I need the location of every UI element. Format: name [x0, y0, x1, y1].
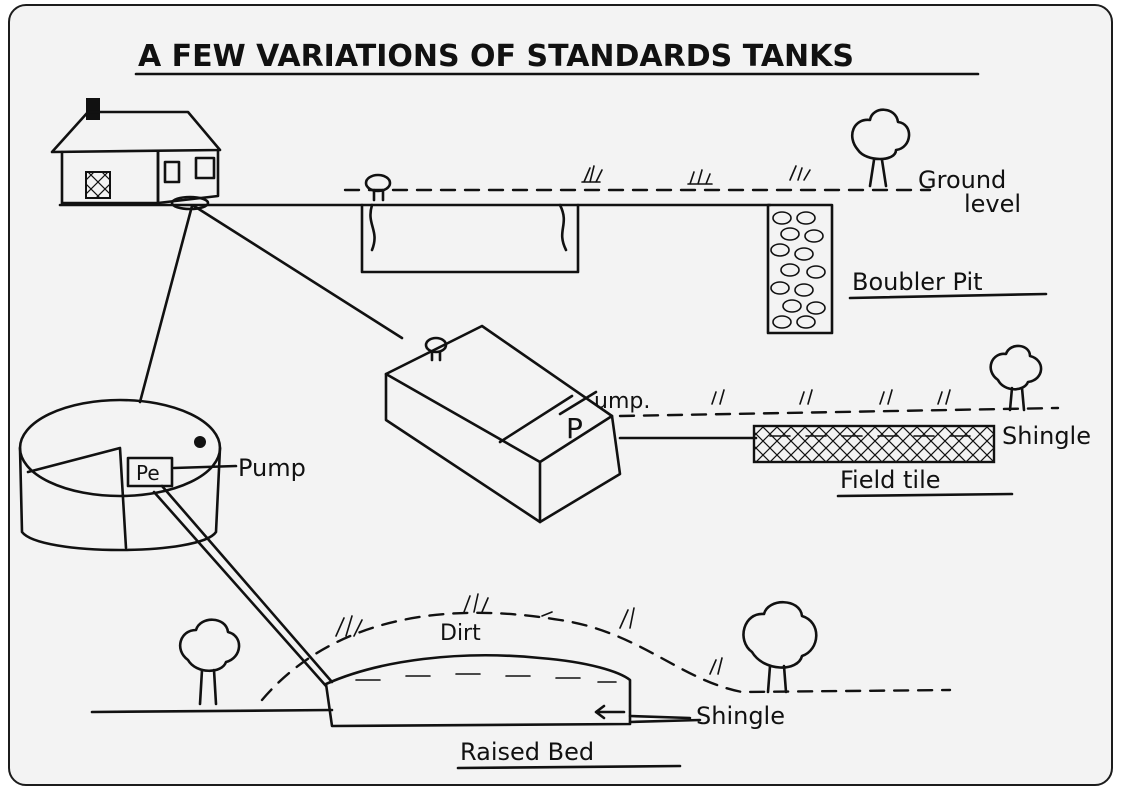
- field-shingle-label: Shingle: [1002, 422, 1091, 450]
- title-text: A FEW VARIATIONS OF STANDARDS TANKS: [138, 39, 854, 74]
- bed-shingle-label: Shingle: [696, 702, 785, 730]
- tree-mid: [989, 344, 1043, 412]
- box-pump-label: ump.: [594, 389, 650, 414]
- field-tile-label: Field tile: [840, 466, 941, 494]
- tank-cap: [364, 173, 392, 193]
- tree-bottom-left: [178, 618, 241, 706]
- box-tank-cap: [424, 336, 448, 354]
- round-pump-label: Pump: [238, 454, 306, 482]
- boulder-pit-label: Boubler Pit: [852, 268, 983, 296]
- raised-bed-underline: [456, 764, 682, 770]
- level-label: level: [964, 190, 1021, 218]
- house-door: [85, 171, 111, 199]
- boulder-pit-underline: [848, 292, 1048, 300]
- round-pump-tag: Pe: [136, 461, 160, 485]
- pipe-house-to-box-tank: [192, 204, 404, 340]
- chimney: [86, 98, 100, 120]
- diagram-title: A FEW VARIATIONS OF STANDARDS TANKS: [134, 39, 980, 76]
- raised-bed-label: Raised Bed: [460, 738, 594, 766]
- box-tank: [384, 324, 622, 524]
- house: [50, 98, 222, 211]
- ground-level-line: [58, 188, 932, 207]
- round-tank: [18, 398, 222, 552]
- diagram-frame: [8, 4, 1113, 786]
- ground-label: Ground: [918, 166, 1006, 194]
- house-window-1: [163, 160, 181, 184]
- raised-bed: [90, 593, 952, 728]
- round-tank-port: [194, 436, 206, 448]
- round-pump-leader: [172, 464, 238, 470]
- boulder-pit: [766, 203, 834, 335]
- field-tile-underline: [836, 492, 1014, 498]
- field-tile-area: [618, 389, 1060, 464]
- pipe-house-to-round-tank: [138, 204, 194, 404]
- roof: [50, 110, 222, 154]
- house-window-2: [194, 156, 216, 180]
- dirt-label: Dirt: [440, 621, 481, 646]
- round-tank-pump-box: [126, 456, 174, 488]
- tree-bottom-right: [742, 601, 818, 694]
- tree-top: [851, 108, 911, 188]
- grass-tufts-top: [581, 165, 811, 185]
- pipe-round-tank-to-bed: [152, 484, 334, 688]
- box-pump-tag: P: [566, 412, 583, 445]
- house-wall-side: [156, 148, 220, 205]
- buried-tank: [360, 173, 580, 274]
